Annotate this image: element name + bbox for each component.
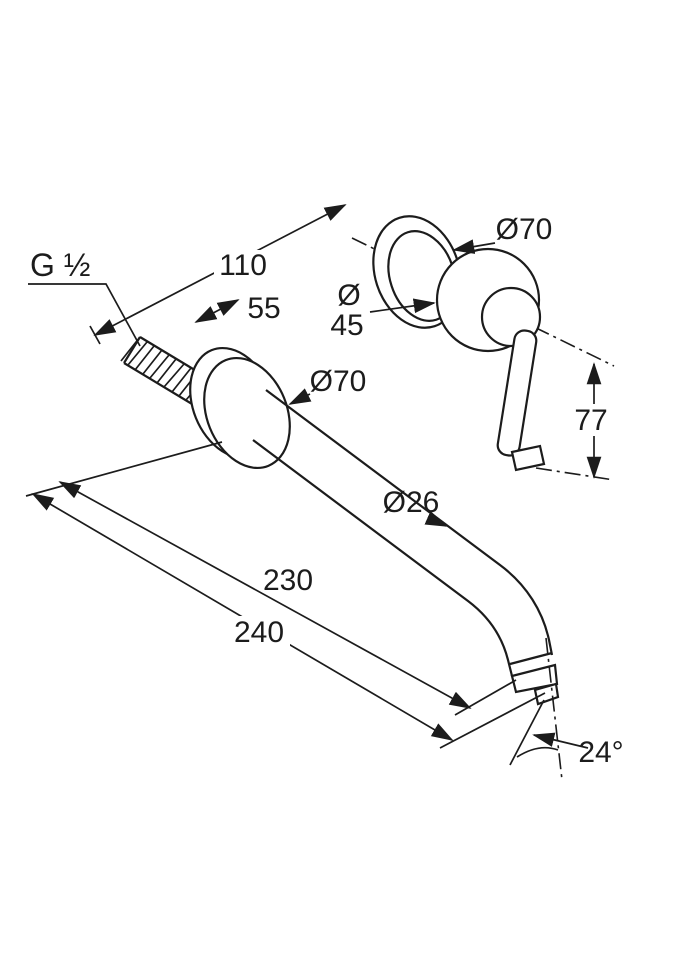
dimension-77: 77 — [535, 362, 615, 481]
dim-55-line — [194, 299, 240, 323]
label-spout-dia: Ø26 — [383, 486, 448, 527]
angle-label: 24° — [578, 736, 623, 769]
thread-leader — [28, 283, 141, 347]
dim-240-label: 240 — [234, 616, 284, 649]
spout-bottom-edge — [252, 439, 514, 677]
valve-body-dia-symbol: Ø — [337, 279, 360, 312]
valve-body-dia-leader — [369, 298, 436, 314]
spout-aerator-line — [509, 651, 553, 666]
spout-rosette-dia-label: Ø70 — [310, 365, 367, 398]
spout-rosette-front — [203, 356, 291, 470]
valve-assembly — [351, 215, 615, 472]
valve-rosette-dia-label: Ø70 — [496, 213, 553, 246]
dimension-110-55: 110 55 — [89, 204, 347, 345]
dim-77-label-mask — [572, 404, 610, 436]
dim-110-label-mask — [214, 250, 272, 280]
dim-55-label: 55 — [247, 292, 280, 325]
dim-77-extension-line — [535, 467, 615, 481]
spout-rosette — [189, 346, 291, 470]
angle-reference-centerline — [545, 637, 563, 781]
spout-dia-label: Ø26 — [383, 486, 440, 519]
spout-top-edge — [265, 389, 554, 656]
label-spout-rosette-dia: Ø70 — [288, 365, 367, 405]
thread-label: G ½ — [30, 247, 90, 283]
label-thread: G ½ — [28, 247, 141, 347]
dim-240-label-mask — [228, 616, 290, 648]
label-valve-rosette-dia: Ø70 — [452, 213, 553, 254]
valve-handle-tip — [510, 444, 546, 472]
valve-handle-lever — [496, 329, 538, 457]
thread-outline — [123, 336, 243, 425]
spout-rosette-dia-leader — [288, 388, 312, 405]
dimension-angle-24: 24° — [509, 637, 624, 781]
dim-77-label: 77 — [574, 404, 607, 437]
wall-extension-line — [25, 441, 223, 497]
dim-230-extension-line — [454, 679, 517, 716]
angle-arc — [516, 746, 559, 758]
dimension-230-240: 230 240 — [25, 441, 546, 749]
dim-240-extension-line — [439, 692, 546, 749]
dim-230-label: 230 — [263, 564, 313, 597]
valve-body-dia-value: 45 — [330, 309, 363, 342]
angle-flank-line — [509, 699, 545, 766]
dim-110-label: 110 — [219, 249, 267, 282]
valve-rosette-dia-leader — [452, 239, 496, 254]
angle-leader — [532, 732, 589, 749]
